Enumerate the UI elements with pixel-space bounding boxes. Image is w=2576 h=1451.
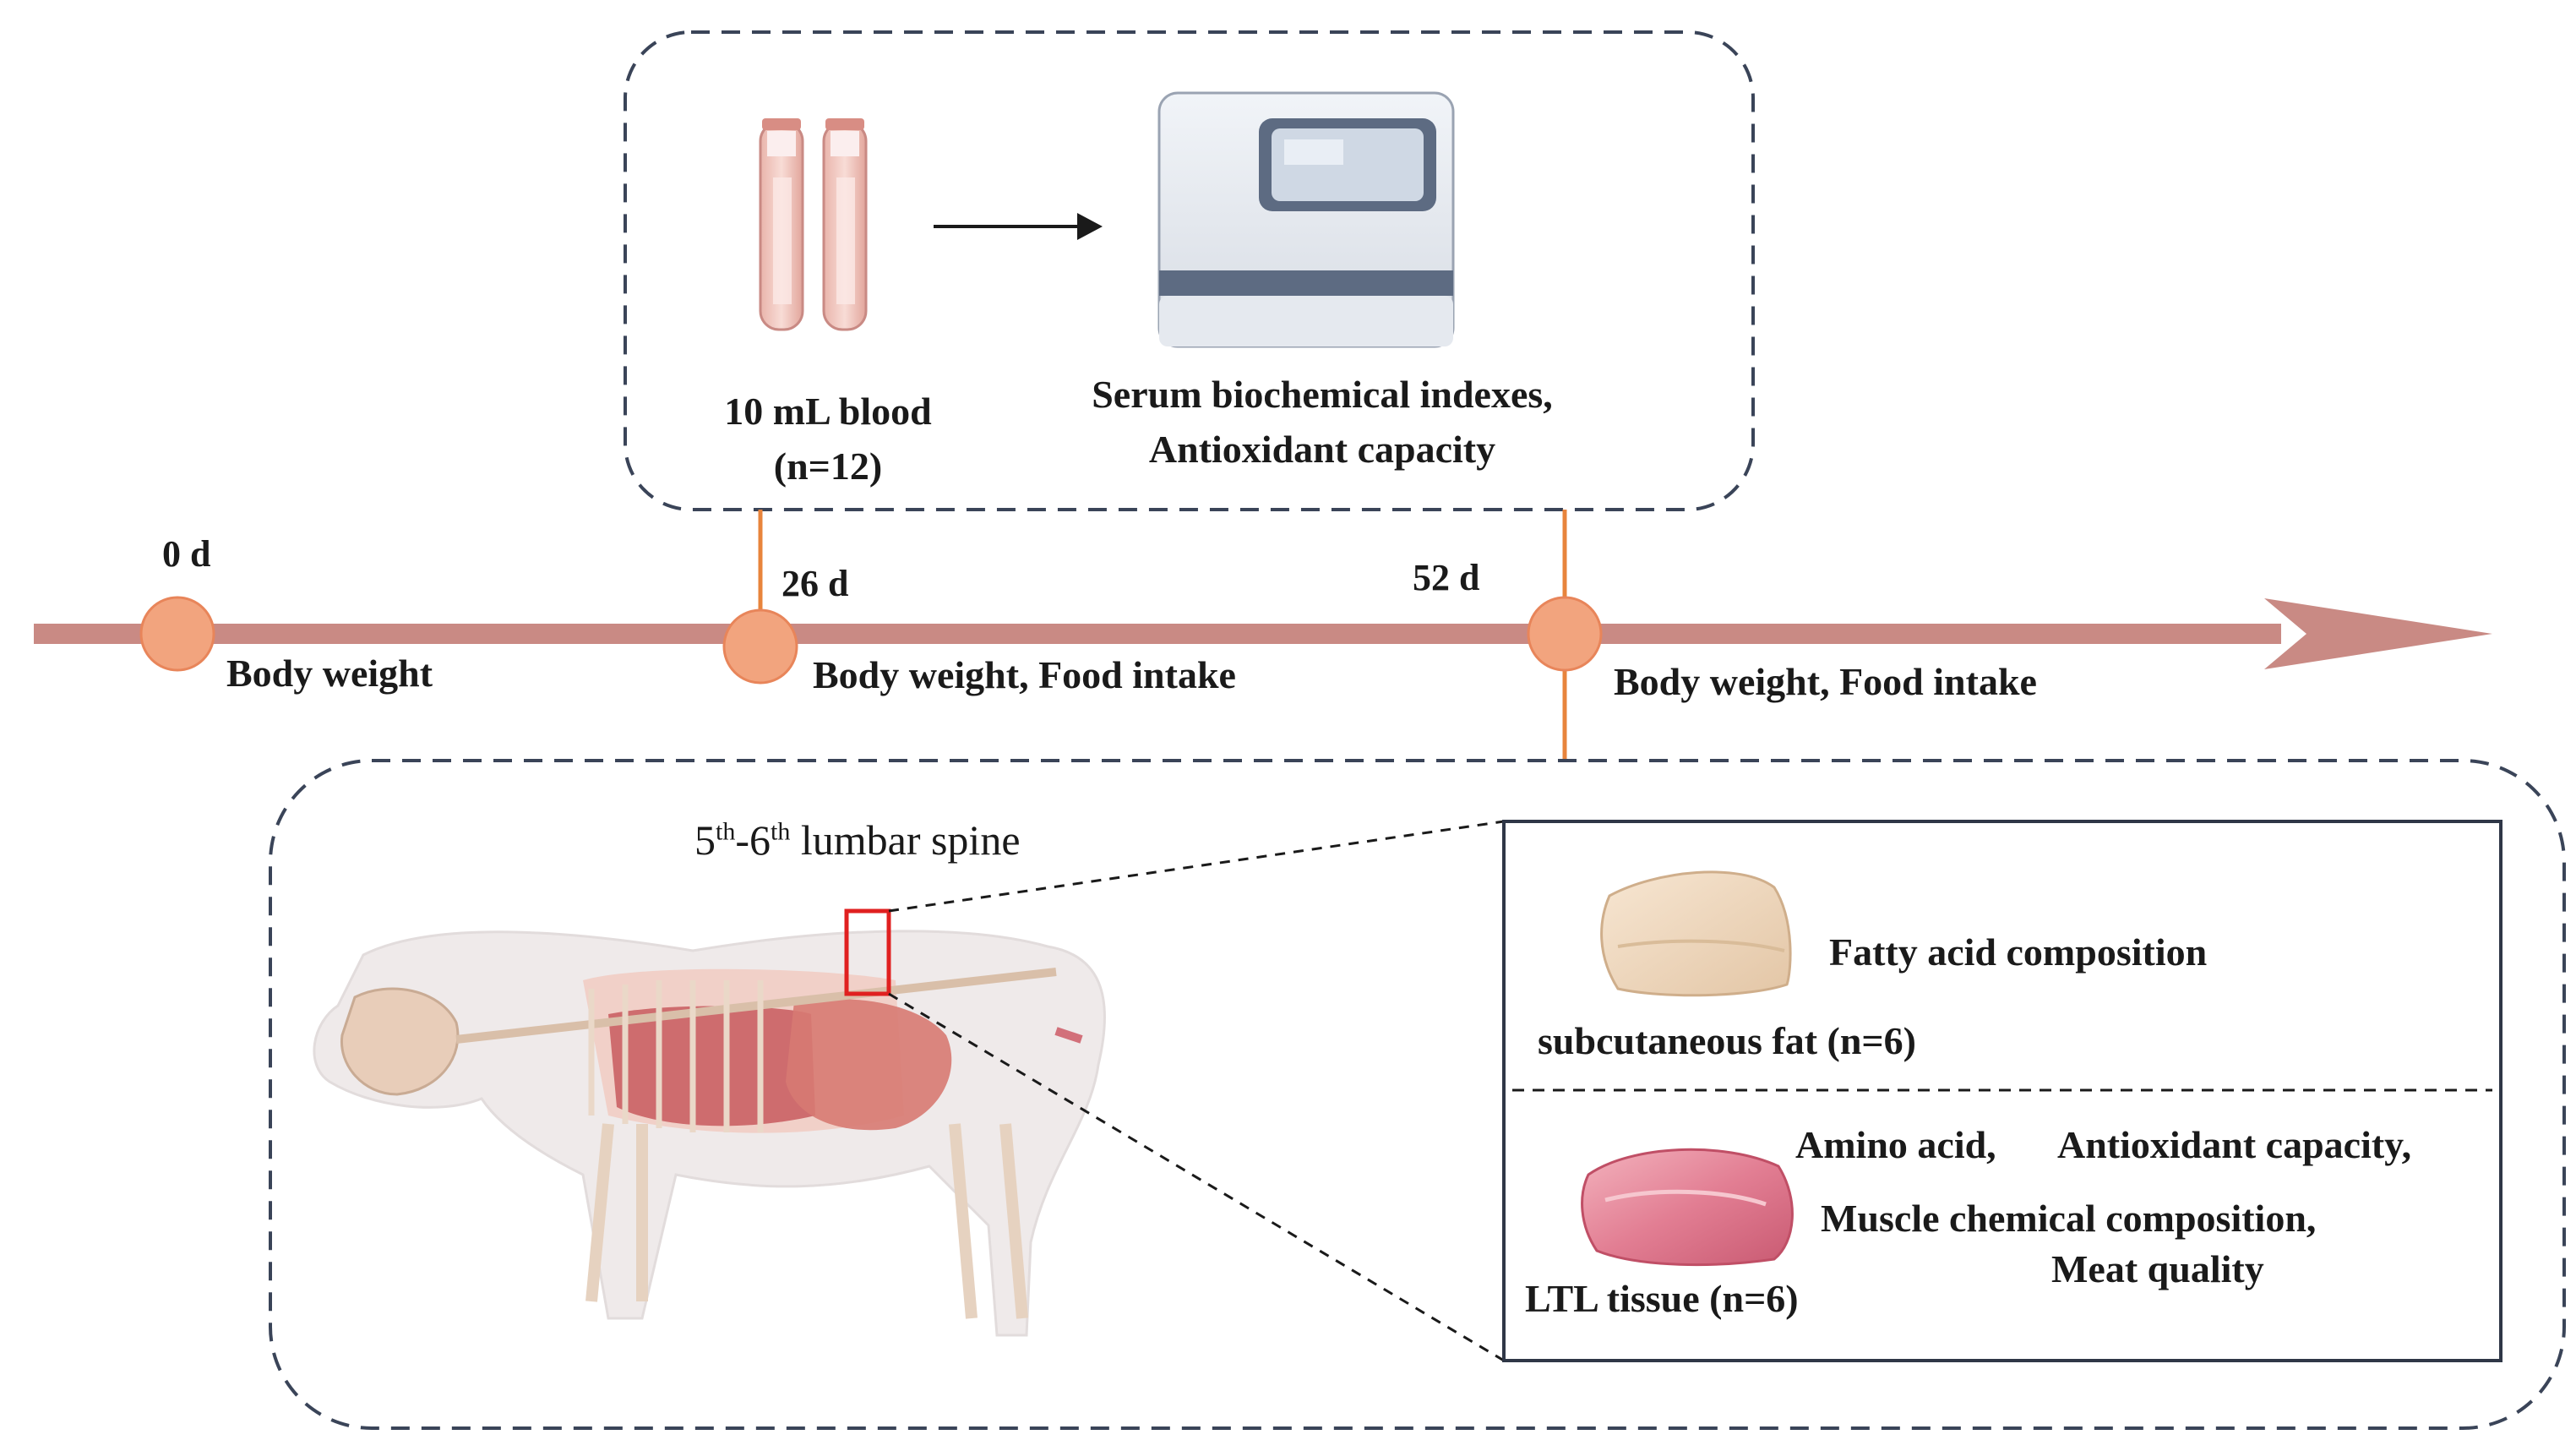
measure-label-0d: Body weight xyxy=(226,652,433,695)
timeline-arrow xyxy=(34,598,2492,669)
ltl-analysis-line1b: Antioxidant capacity, xyxy=(2057,1123,2412,1166)
blood-analysis-line1: Serum biochemical indexes, xyxy=(1092,373,1553,416)
analyzer-machine-icon xyxy=(1157,91,1455,348)
blood-analysis-line2: Antioxidant capacity xyxy=(1148,428,1496,471)
measure-label-52d: Body weight, Food intake xyxy=(1614,660,2037,703)
subcutaneous-fat-icon xyxy=(1600,870,1792,997)
measure-label-26d: Body weight, Food intake xyxy=(813,653,1236,696)
zoom-line-bottom xyxy=(888,992,1505,1362)
day-label-0d: 0 d xyxy=(162,533,211,575)
fat-analysis-label: Fatty acid composition xyxy=(1829,930,2208,974)
blood-tubes-icon xyxy=(759,118,868,331)
blood-sample-label: 10 mL blood xyxy=(724,390,932,433)
day-label-26d: 26 d xyxy=(782,563,849,604)
pig-anatomy-icon xyxy=(313,930,1106,1337)
ltl-analysis-line2: Muscle chemical composition, xyxy=(1821,1197,2317,1240)
day-label-52d: 52 d xyxy=(1413,557,1480,598)
ltl-meat-icon xyxy=(1581,1148,1794,1267)
timeline-node-26d xyxy=(722,608,798,685)
blood-sample-count: (n=12) xyxy=(773,445,883,488)
fat-sample-label: subcutaneous fat (n=6) xyxy=(1538,1019,1916,1062)
spine-label: 5th-6th lumbar spine xyxy=(694,816,1021,864)
ltl-sample-label: LTL tissue (n=6) xyxy=(1525,1277,1799,1320)
timeline-node-0d xyxy=(139,596,215,672)
lumbar-highlight-box xyxy=(844,908,891,996)
blood-panel-border xyxy=(624,30,1755,511)
timeline-node-52d xyxy=(1527,596,1603,672)
process-arrow-icon xyxy=(934,213,1103,240)
ltl-analysis-line3: Meat quality xyxy=(2051,1247,2264,1290)
ltl-analysis-line1: Amino acid, xyxy=(1795,1123,1996,1166)
tissue-panel-border xyxy=(269,759,2566,1430)
